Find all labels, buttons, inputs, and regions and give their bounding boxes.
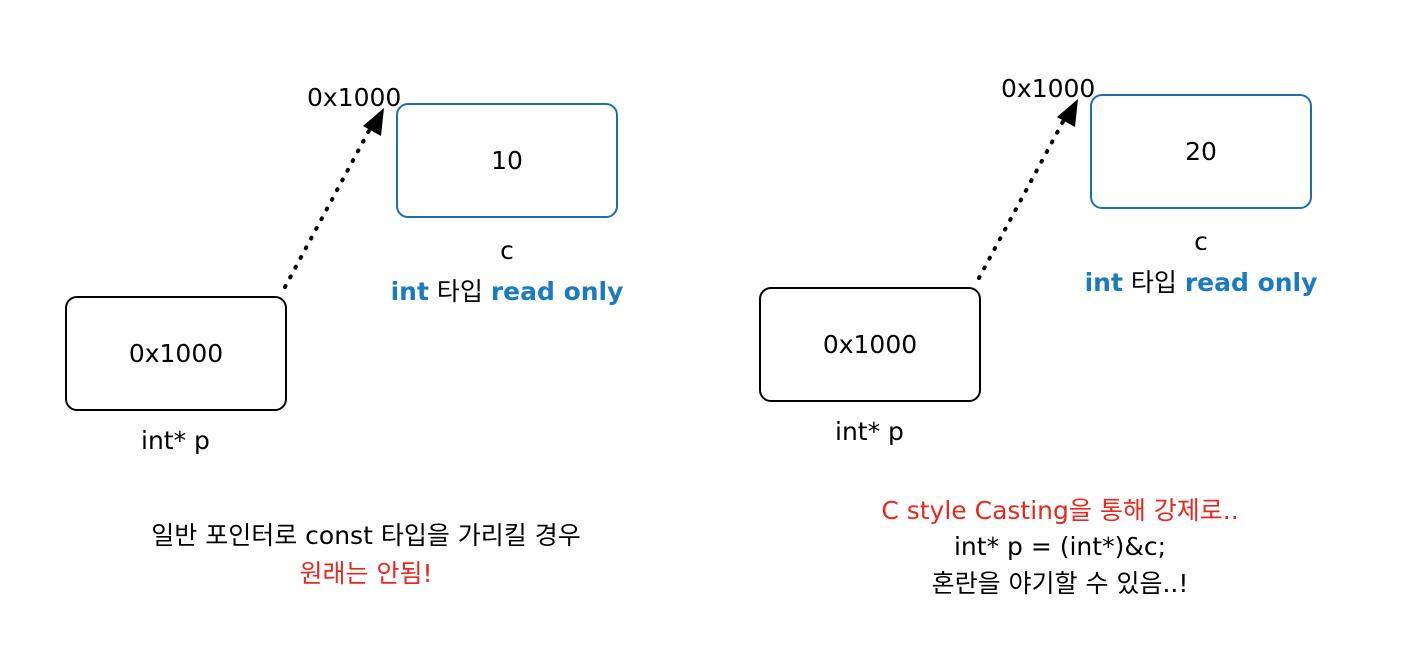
right-c-value: 20 — [1185, 137, 1217, 166]
left-arrowhead — [363, 108, 384, 136]
left-caption-line2: 원래는 안됨! — [299, 559, 433, 588]
right-p-value: 0x1000 — [822, 330, 918, 359]
right-caption-line3: 혼란을 야기할 수 있음..! — [931, 569, 1189, 598]
right-arrowhead — [1057, 99, 1078, 127]
right-p-name: int* p — [835, 417, 904, 446]
right-address-label: 0x1000 — [1001, 74, 1096, 103]
right-caption-line1: C style Casting을 통해 강제로.. — [881, 496, 1239, 525]
right-int-word: int — [1084, 268, 1123, 297]
left-p-name: int* p — [141, 426, 210, 455]
right-c-box: 20 — [1090, 94, 1312, 209]
right-pointer-arrow — [977, 99, 1078, 280]
left-c-value: 10 — [491, 146, 523, 175]
right-type-word: 타입 — [1122, 268, 1185, 297]
left-caption-line1: 일반 포인터로 const 타입을 가리킬 경우 — [151, 521, 581, 550]
left-read-only: read only — [490, 277, 624, 306]
right-c-type-label: int 타입 read only — [1034, 263, 1368, 299]
left-c-type-label: int 타입 read only — [340, 272, 674, 308]
right-caption-line2: int* p = (int*)&c; — [953, 532, 1166, 561]
right-p-box: 0x1000 — [759, 287, 981, 402]
right-c-name: c — [1194, 227, 1208, 256]
left-c-box: 10 — [396, 103, 618, 218]
right-read-only: read only — [1184, 268, 1318, 297]
left-c-name: c — [500, 236, 514, 265]
left-address-label: 0x1000 — [307, 83, 402, 112]
left-type-word: 타입 — [428, 277, 491, 306]
left-pointer-arrow — [283, 108, 384, 289]
left-p-value: 0x1000 — [128, 339, 224, 368]
left-p-box: 0x1000 — [65, 296, 287, 411]
left-int-word: int — [390, 277, 429, 306]
